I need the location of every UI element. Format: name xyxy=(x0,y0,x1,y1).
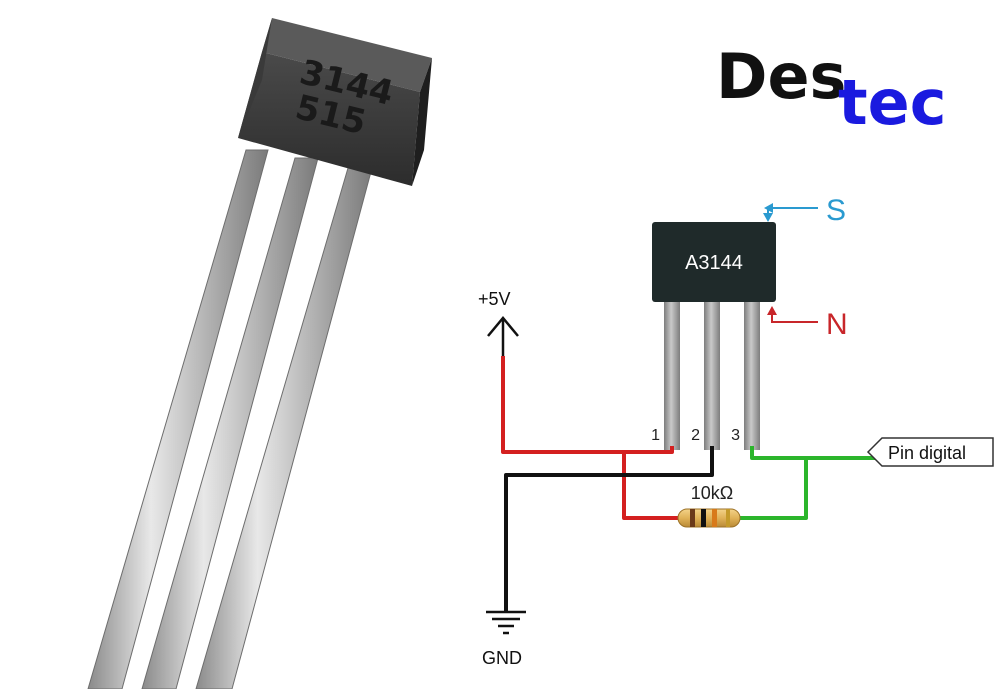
pin-number-2: 2 xyxy=(691,427,700,444)
schematic-chip-body xyxy=(652,222,776,302)
output-label: Pin digital xyxy=(888,443,966,463)
sensor-package xyxy=(238,18,432,186)
resistor-label: 10kΩ xyxy=(691,483,733,503)
output-pin-tag xyxy=(866,437,994,467)
schematic-pin-3 xyxy=(744,302,760,450)
resistor-10k xyxy=(677,508,741,528)
sensor-leg-left xyxy=(87,149,269,689)
ground-symbol-icon xyxy=(486,610,526,635)
schematic-chip-label: A3144 xyxy=(685,252,743,274)
ground-label: GND xyxy=(482,648,522,668)
pin-number-3: 3 xyxy=(731,427,740,444)
signal-wire xyxy=(738,446,882,520)
destec-logo: Des tec xyxy=(716,40,946,139)
pole-s-label: S xyxy=(826,194,846,227)
gnd-wire xyxy=(504,446,714,612)
sensor-photo: 3144 515 xyxy=(87,18,432,689)
pole-n-indicator xyxy=(767,306,818,323)
supply-arrow-icon xyxy=(487,316,519,356)
logo-text-des: Des xyxy=(716,40,846,113)
pole-n-label: N xyxy=(826,308,848,341)
pole-s-indicator xyxy=(763,203,818,222)
sensor-leg-middle xyxy=(141,157,319,689)
wiring-schematic: A3144 S N 1 2 3 +5V xyxy=(478,194,994,668)
schematic-pin-1 xyxy=(664,302,680,450)
logo-text-tec: tec xyxy=(838,66,946,139)
supply-label: +5V xyxy=(478,289,511,309)
schematic-pin-2 xyxy=(704,302,720,450)
pin-number-1: 1 xyxy=(651,427,660,444)
